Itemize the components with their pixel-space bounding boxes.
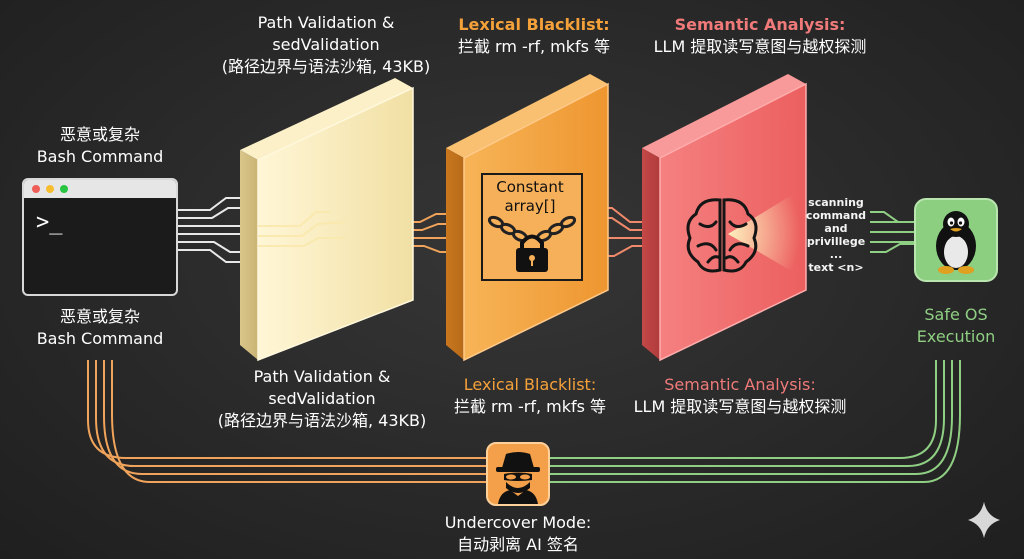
tux-icon [914, 198, 998, 282]
input-top-label: 恶意或复杂 Bash Command [36, 125, 164, 166]
scan-text: scanning command and privillege ... text… [805, 196, 867, 274]
brain-icon [686, 198, 758, 273]
wire-bundle-input [178, 197, 250, 263]
input-bottom-label: 恶意或复杂 Bash Command [36, 307, 164, 348]
spy-icon [486, 442, 550, 506]
scan-beam [728, 190, 800, 276]
wire-bundle-output [870, 211, 914, 253]
terminal-icon: >_ [22, 178, 178, 296]
layer1-top-label: Path Validation & sedValidation (路径边界与语法… [221, 13, 431, 76]
wire-loop-right [550, 360, 961, 483]
constant-array-label: Constant array[] [496, 178, 564, 215]
layer1-slab [240, 78, 414, 362]
output-label: Safe OS Execution [916, 305, 996, 346]
wire-loop-left [87, 360, 486, 483]
minimize-dot [46, 185, 54, 193]
layer3-top-label: Semantic Analysis: LLM 提取读写意图与越权探测 [653, 15, 867, 56]
layer3-bottom-label: Semantic Analysis: LLM 提取读写意图与越权探测 [633, 375, 847, 416]
tux-glyph [936, 211, 976, 274]
undercover-label: Undercover Mode: 自动剥离 AI 签名 [444, 513, 592, 554]
layer2-top-label: Lexical Blacklist: 拦截 rm -rf, mkfs 等 [457, 15, 611, 56]
terminal-titlebar [24, 180, 176, 198]
close-dot [32, 185, 40, 193]
spy-glyph [496, 452, 540, 504]
chain-lock-icon [487, 215, 577, 272]
layer1-inner-path [258, 211, 346, 247]
layer2-bottom-label: Lexical Blacklist: 拦截 rm -rf, mkfs 等 [453, 375, 607, 416]
layer1-bottom-label: Path Validation & sedValidation (路径边界与语法… [217, 367, 427, 430]
maximize-dot [60, 185, 68, 193]
sparkle-icon [968, 502, 1000, 538]
terminal-prompt: >_ [36, 210, 63, 235]
layer3-slab [642, 74, 807, 362]
